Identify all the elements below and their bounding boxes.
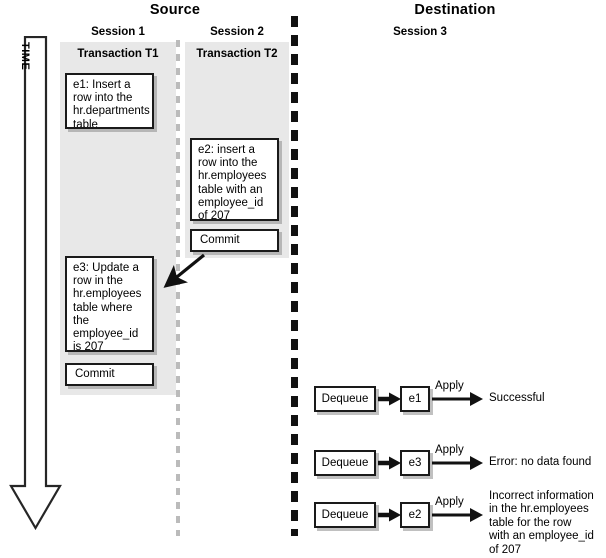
event-box-dest-e2[interactable]: e2 <box>400 502 430 528</box>
event-box-e3[interactable]: e3: Update a row in the hr.employees tab… <box>65 256 154 352</box>
destination-heading: Destination <box>414 2 496 18</box>
event-box-e1[interactable]: e1: Insert a row into the hr.departments… <box>65 73 154 129</box>
result-text-1: Successful <box>489 392 545 404</box>
session-1-heading: Session 1 <box>91 26 145 38</box>
event-box-dest-e3[interactable]: e3 <box>400 450 430 476</box>
arrow-dequeue-to-e3 <box>378 455 402 471</box>
arrow-dequeue-to-e1 <box>378 391 402 407</box>
apply-label-3: Apply <box>435 496 464 508</box>
transaction-t1-title: Transaction T1 <box>77 48 159 60</box>
event-box-dest-e1[interactable]: e1 <box>400 386 430 412</box>
event-box-e2[interactable]: e2: insert a row into the hr.employees t… <box>190 138 279 221</box>
time-axis-arrow <box>8 36 64 552</box>
apply-label-2: Apply <box>435 444 464 456</box>
arrow-apply-2 <box>432 455 484 471</box>
source-destination-separator <box>291 16 298 536</box>
time-axis-label: TIME <box>19 42 31 71</box>
arrow-apply-1 <box>432 391 484 407</box>
source-heading: Source <box>149 2 201 18</box>
apply-label-1: Apply <box>435 380 464 392</box>
session-2-heading: Session 2 <box>210 26 264 38</box>
arrow-apply-3 <box>432 507 484 523</box>
dequeue-box-2[interactable]: Dequeue <box>314 450 376 476</box>
session-separator-light <box>176 40 180 536</box>
result-text-3: Incorrect information in the hr.employee… <box>489 490 594 556</box>
commit-box-t1[interactable]: Commit <box>65 363 154 386</box>
commit-box-t2[interactable]: Commit <box>190 229 279 252</box>
dependency-arrow <box>152 250 214 298</box>
transaction-t2-title: Transaction T2 <box>196 48 278 60</box>
dequeue-box-3[interactable]: Dequeue <box>314 502 376 528</box>
result-text-2: Error: no data found <box>489 456 592 468</box>
dequeue-box-1[interactable]: Dequeue <box>314 386 376 412</box>
session-3-heading: Session 3 <box>393 26 447 38</box>
arrow-dequeue-to-e2 <box>378 507 402 523</box>
